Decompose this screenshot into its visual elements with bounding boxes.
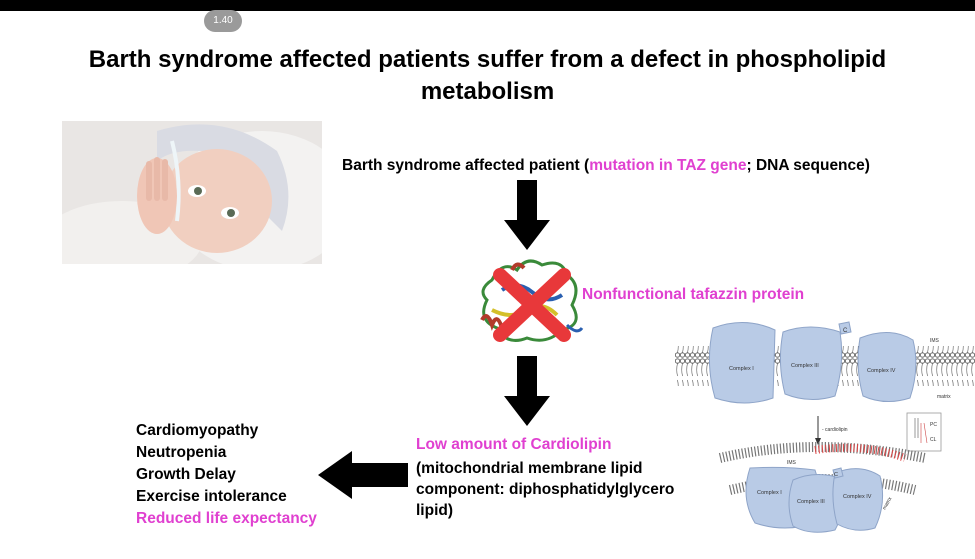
slide-number-badge: 1.40 bbox=[204, 10, 242, 32]
cardiolipin-line: component: diphosphatidylglycero bbox=[416, 481, 675, 498]
cardiolipin-description: (mitochondrial membrane lipid component:… bbox=[416, 458, 678, 521]
mitochondrial-membrane-diagram: Complex I Complex III Complex IV C IMS m… bbox=[675, 321, 975, 533]
pc-label: PC bbox=[930, 422, 937, 428]
mutation-text: mutation in TAZ gene bbox=[589, 157, 747, 174]
cardiolipin-line: (mitochondrial membrane lipid bbox=[416, 460, 643, 477]
complex-label: Complex III bbox=[797, 499, 825, 505]
slide-title: Barth syndrome affected patients suffer … bbox=[88, 46, 887, 105]
patient-photo bbox=[62, 121, 322, 264]
arrow-down-icon bbox=[504, 180, 550, 250]
complex-label: Complex I bbox=[729, 366, 754, 372]
ims-label: IMS bbox=[930, 338, 940, 344]
arrow-down-icon bbox=[504, 356, 550, 426]
symptom-list: Cardiomyopathy Neutropenia Growth Delay … bbox=[136, 420, 317, 530]
patient-text: Barth syndrome affected patient ( bbox=[342, 157, 590, 174]
cardiolipin-line: lipid) bbox=[416, 502, 454, 519]
c-label: C bbox=[834, 472, 838, 478]
complex-label: Complex IV bbox=[843, 494, 872, 500]
symptom-item: Neutropenia bbox=[136, 444, 227, 461]
matrix-label: matrix bbox=[937, 394, 951, 400]
arrow-left-icon bbox=[318, 451, 408, 499]
ims-label: IMS bbox=[787, 460, 797, 466]
cardiolipin-heading: Low amount of Cardiolipin bbox=[416, 436, 612, 453]
symptom-item: Exercise intolerance bbox=[136, 488, 287, 505]
symptom-item: Cardiomyopathy bbox=[136, 422, 259, 439]
tafazzin-protein-icon bbox=[480, 259, 584, 342]
matrix-label: matrix bbox=[882, 496, 894, 511]
top-bar bbox=[0, 0, 975, 11]
complex-label: Complex IV bbox=[867, 368, 896, 374]
patient-description: Barth syndrome affected patient (mutatio… bbox=[342, 157, 870, 175]
cl-label: CL bbox=[930, 437, 937, 443]
symptom-item-highlight: Reduced life expectancy bbox=[136, 510, 317, 527]
cardiolipin-arrow-label: - cardiolipin bbox=[822, 427, 848, 433]
symptom-item: Growth Delay bbox=[136, 466, 236, 483]
complex-label: Complex I bbox=[757, 490, 782, 496]
protein-label: Nonfunctional tafazzin protein bbox=[582, 286, 805, 303]
dna-text: ; DNA sequence) bbox=[746, 157, 870, 174]
complex-label: Complex III bbox=[791, 363, 819, 369]
c-label: C bbox=[843, 328, 848, 334]
